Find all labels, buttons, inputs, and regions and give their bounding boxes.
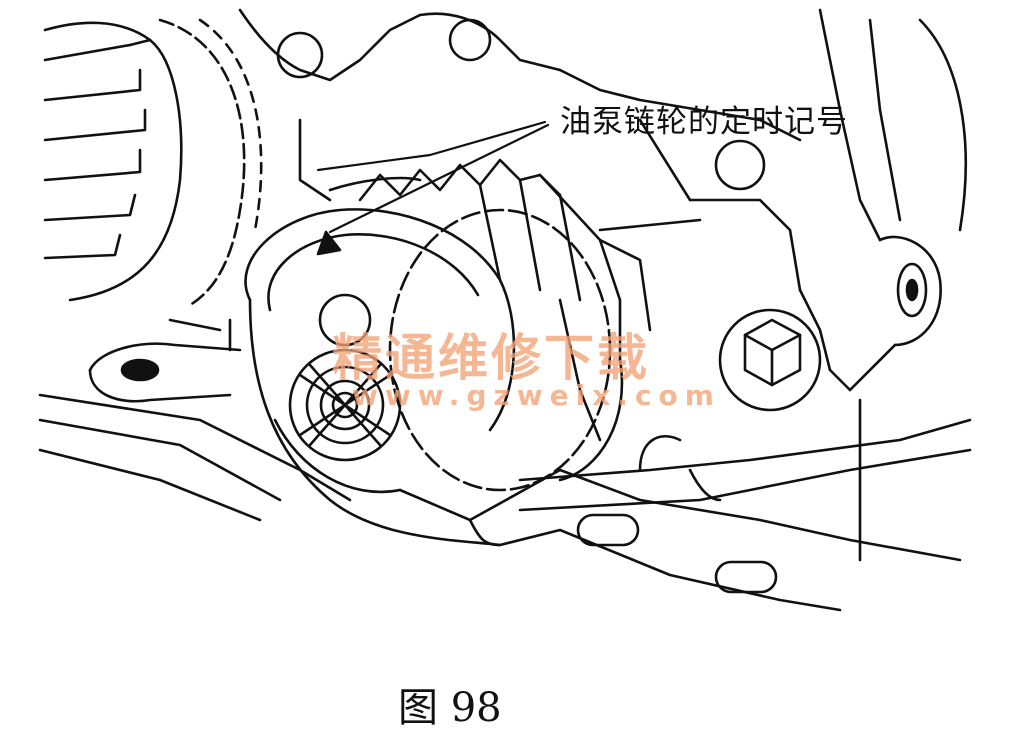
timing-mark-callout-label: 油泵链轮的定时记号 [560, 104, 848, 140]
watermark-chinese: 精通维修下载 [332, 328, 650, 387]
oil-pump-sprocket [328, 158, 652, 492]
callout-leader-line-1 [316, 120, 547, 172]
watermark-url: www.gzweix.com [352, 379, 721, 412]
left-bracket [88, 318, 242, 403]
crankshaft-pulley [43, 18, 263, 307]
timing-mark-triangle [316, 230, 342, 256]
figure-caption: 图 98 [398, 685, 502, 731]
tool-handle [38, 393, 972, 612]
mounting-bolt [718, 308, 822, 412]
sprocket-holding-tool [244, 208, 516, 547]
callout-leader-line-2 [328, 123, 550, 234]
engine-block-outline [238, 8, 968, 292]
tensioner-arm [798, 235, 942, 562]
